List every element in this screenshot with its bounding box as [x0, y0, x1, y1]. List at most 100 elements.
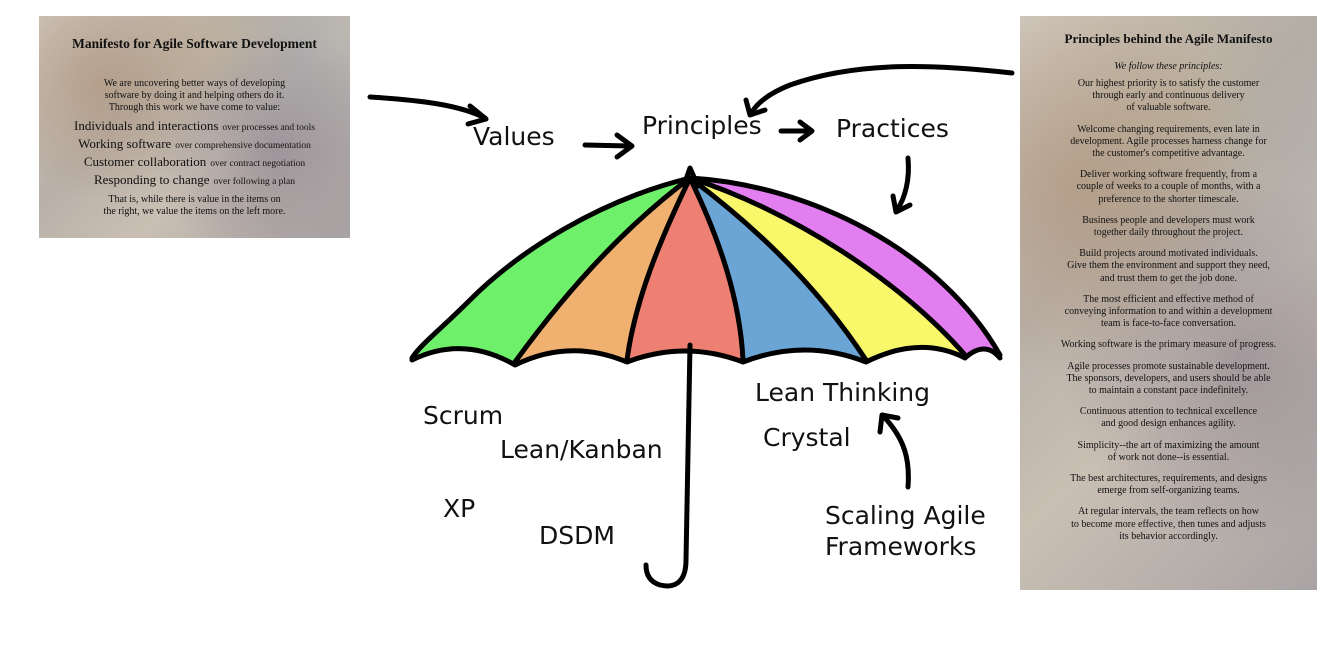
canopy-edge	[409, 344, 1003, 368]
principles-title: Principles behind the Agile Manifesto	[1064, 31, 1273, 46]
principles-list: Our highest priority is to satisfy the c…	[1020, 78, 1317, 543]
principle-line: The most efficient and effective method …	[1083, 293, 1254, 305]
principle-line: its behavior accordingly.	[1119, 530, 1218, 542]
manifesto-title: Manifesto for Agile Software Development	[72, 36, 317, 51]
rib	[512, 175, 693, 365]
label-crystal: Crystal	[763, 423, 851, 452]
rib	[687, 175, 746, 363]
arrow-principles-doc-to-principles	[749, 63, 1015, 115]
label-lean-thinking: Lean Thinking	[755, 378, 931, 407]
principle-item: Continuous attention to technical excell…	[1038, 406, 1299, 430]
label-principles: Principles	[642, 111, 762, 140]
principle-line: Welcome changing requirements, even late…	[1077, 123, 1260, 135]
manifesto-panel: Manifesto for Agile Software Development…	[39, 16, 350, 238]
label-frameworks: Frameworks	[825, 532, 977, 561]
arrow-values-to-principles	[582, 142, 633, 149]
canopy-panel	[515, 178, 690, 362]
value-main: Responding to change	[93, 172, 210, 187]
intro-line: Through this work we have come to value:	[108, 102, 281, 113]
principle-line: Deliver working software frequently, fro…	[1079, 169, 1258, 181]
manifesto-intro: We are uncovering better ways of develop…	[59, 78, 330, 114]
manifesto-value: Responding to change over following a pl…	[39, 172, 350, 190]
principle-line: emerge from self-organizing teams.	[1097, 485, 1240, 497]
principle-line: the customer's competitive advantage.	[1092, 148, 1245, 160]
principle-line: Continuous attention to technical excell…	[1079, 406, 1258, 418]
principle-line: Agile processes promote sustainable deve…	[1067, 360, 1270, 372]
value-rest: over following a plan	[213, 177, 296, 187]
principle-line: through early and continuous delivery	[1092, 90, 1245, 102]
principle-line: and good design enhances agility.	[1101, 418, 1236, 430]
principle-line: of work not done--is essential.	[1107, 451, 1230, 463]
principle-line: The best architectures, requirements, an…	[1070, 473, 1267, 485]
value-main: Customer collaboration	[83, 154, 207, 169]
principle-line: Build projects around motivated individu…	[1079, 248, 1258, 260]
rib	[409, 175, 693, 361]
closing-line: the right, we value the items on the lef…	[103, 206, 286, 217]
intro-line: software by doing it and helping others …	[104, 90, 285, 101]
principle-line: to maintain a constant pace indefinitely…	[1088, 385, 1249, 397]
umbrella-tip	[681, 165, 701, 189]
rib	[687, 175, 869, 363]
manifesto-closing: That is, while there is value in the ite…	[39, 194, 350, 218]
value-main: Individuals and interactions	[73, 118, 219, 133]
arrow-manifesto-to-values	[367, 94, 488, 121]
rib	[687, 175, 968, 358]
principle-item: Simplicity--the art of maximizing the am…	[1038, 440, 1299, 464]
value-rest: over contract negotiation	[210, 159, 306, 169]
canopy-panel	[690, 178, 965, 360]
principle-line: At regular intervals, the team reflects …	[1077, 506, 1260, 518]
rib	[624, 175, 693, 363]
principle-item: Deliver working software frequently, fro…	[1038, 169, 1299, 206]
canopy-panel	[627, 178, 743, 362]
manifesto-value: Working software over comprehensive docu…	[39, 136, 350, 154]
value-main: Working software	[78, 136, 172, 151]
principle-item: Agile processes promote sustainable deve…	[1038, 361, 1299, 398]
principle-line: preference to the shorter timescale.	[1098, 193, 1239, 205]
value-rest: over processes and tools	[222, 123, 316, 133]
principle-line: together daily throughout the project.	[1093, 227, 1244, 239]
label-xp: XP	[443, 494, 476, 523]
principle-item: The most efficient and effective method …	[1038, 294, 1299, 331]
principle-line: development. Agile processes harness cha…	[1070, 135, 1267, 147]
principle-line: to become more effective, then tunes and…	[1071, 518, 1266, 530]
canopy-panel	[410, 178, 690, 365]
principle-line: conveying information to and within a de…	[1064, 306, 1273, 318]
principle-line: The sponsors, developers, and users shou…	[1066, 372, 1271, 384]
intro-line: We are uncovering better ways of develop…	[103, 78, 286, 89]
value-rest: over comprehensive documentation	[175, 141, 311, 151]
principles-subtitle: We follow these principles:	[1114, 61, 1223, 72]
principle-item: Welcome changing requirements, even late…	[1038, 124, 1299, 161]
label-scaling-agile: Scaling Agile	[825, 501, 986, 530]
principle-line: Simplicity--the art of maximizing the am…	[1077, 439, 1260, 451]
canopy-panel	[690, 178, 1000, 358]
principle-item: At regular intervals, the team reflects …	[1038, 506, 1299, 543]
manifesto-value: Individuals and interactions over proces…	[39, 118, 350, 136]
principle-line: of valuable software.	[1126, 102, 1211, 114]
rib	[687, 175, 1003, 358]
principle-line: and trust them to get the job done.	[1100, 272, 1237, 284]
principles-panel: Principles behind the Agile Manifesto We…	[1020, 16, 1317, 590]
principle-line: Give them the environment and support th…	[1067, 260, 1270, 272]
label-scrum: Scrum	[423, 401, 504, 430]
principle-line: couple of weeks to a couple of months, w…	[1076, 181, 1261, 193]
label-values: Values	[473, 122, 555, 151]
umbrella-handle	[643, 342, 693, 589]
principle-line: Business people and developers must work	[1082, 214, 1255, 226]
label-lean-kanban: Lean/Kanban	[500, 435, 663, 464]
principle-item: Business people and developers must work…	[1038, 215, 1299, 239]
closing-line: That is, while there is value in the ite…	[108, 194, 281, 205]
principle-item: The best architectures, requirements, an…	[1038, 473, 1299, 497]
arrow-practices-to-umbrella	[894, 155, 911, 213]
canopy-panel	[690, 178, 866, 362]
umbrella-canopy	[410, 178, 1000, 365]
label-dsdm: DSDM	[539, 521, 615, 550]
label-practices: Practices	[836, 114, 949, 143]
arrow-scaling-to-lean	[882, 415, 911, 490]
principle-item: Build projects around motivated individu…	[1038, 248, 1299, 285]
principle-item: Working software is the primary measure …	[1038, 339, 1299, 351]
principle-line: Working software is the primary measure …	[1060, 339, 1277, 351]
principle-line: Our highest priority is to satisfy the c…	[1077, 78, 1260, 89]
principle-item: Our highest priority is to satisfy the c…	[1038, 78, 1299, 115]
manifesto-value: Customer collaboration over contract neg…	[39, 154, 350, 172]
